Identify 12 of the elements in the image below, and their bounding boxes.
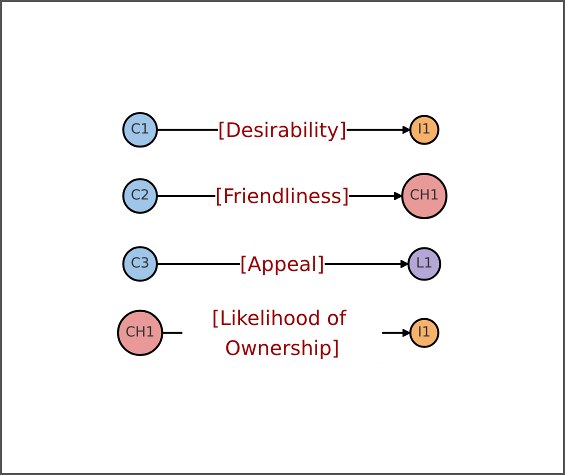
edge-label: [Likelihood of Ownership] — [212, 305, 346, 360]
node-circle: C2 — [122, 178, 158, 214]
node-circle: C3 — [122, 246, 158, 282]
node-circle: I1 — [410, 317, 440, 348]
edge-label: [Friendliness] — [215, 184, 350, 208]
node-circle: L1 — [408, 246, 442, 280]
edge-label: [Appeal] — [240, 251, 325, 276]
node-circle: CH1 — [402, 172, 448, 219]
node-circle: I1 — [410, 114, 440, 144]
node-circle: CH1 — [117, 309, 164, 356]
edge-label: [Desirability] — [218, 117, 347, 142]
node-circle: C1 — [122, 112, 158, 148]
